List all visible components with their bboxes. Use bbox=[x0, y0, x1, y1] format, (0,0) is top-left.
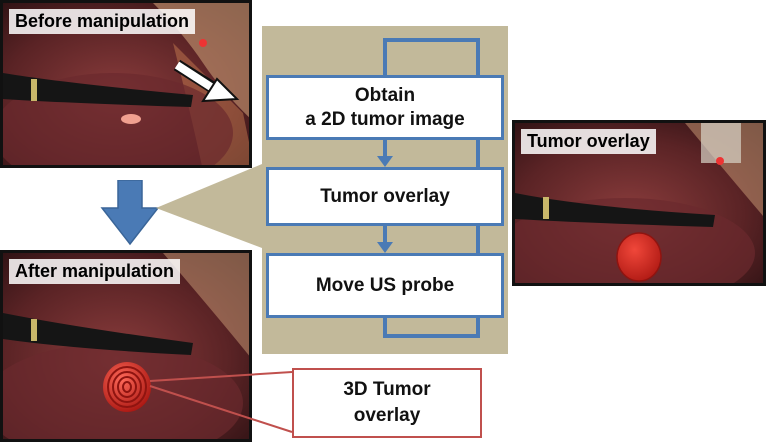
laparoscopic-image-overlay bbox=[515, 123, 763, 283]
before-manipulation-label: Before manipulation bbox=[9, 9, 196, 34]
3d-tumor-overlay bbox=[103, 362, 151, 412]
after-manipulation-panel: After manipulation bbox=[0, 250, 252, 442]
flow-step-tumor-overlay: Tumor overlay bbox=[266, 167, 504, 226]
flow-step-move-probe: Move US probe bbox=[266, 253, 504, 318]
before-manipulation-panel: Before manipulation bbox=[0, 0, 252, 168]
tumor-overlay-panel: Tumor overlay bbox=[512, 120, 766, 286]
tumor-overlay-label: Tumor overlay bbox=[521, 129, 656, 154]
after-manipulation-label: After manipulation bbox=[9, 259, 181, 284]
2d-tumor-overlay bbox=[616, 232, 662, 282]
down-arrow-icon bbox=[100, 180, 160, 246]
flow-step-obtain-image: Obtain a 2D tumor image bbox=[266, 75, 504, 140]
3d-tumor-overlay-callout: 3D Tumor overlay bbox=[292, 368, 482, 438]
laparoscopic-image-after bbox=[3, 253, 249, 439]
